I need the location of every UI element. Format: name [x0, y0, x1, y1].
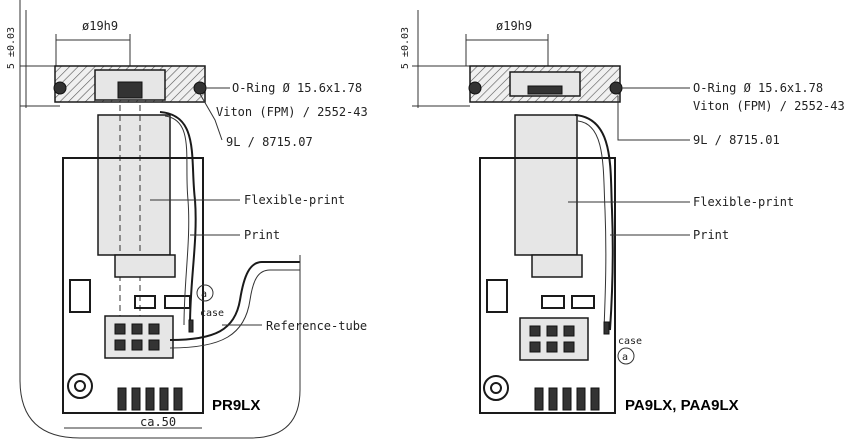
right-dim-diameter: ø19h9: [465, 19, 549, 66]
right-flex-print-label: Flexible-print: [693, 195, 794, 209]
left-ref-tube-label: Reference-tube: [266, 319, 367, 333]
left-part-no: 9L / 8715.07: [226, 135, 313, 149]
right-dim-vertical-label: 5 ±0.03: [400, 27, 411, 69]
left-mount-hole: [67, 373, 93, 399]
right-part-no: 9L / 8715.01: [693, 133, 780, 147]
left-case-label: case: [200, 308, 224, 319]
right-oring-line1: O-Ring Ø 15.6x1.78: [693, 81, 823, 95]
left-contact-pads: [117, 387, 183, 411]
left-print-label: Print: [244, 228, 280, 242]
right-print-label: Print: [693, 228, 729, 242]
right-drawing: 5 ±0.03 ø19h9: [400, 10, 845, 414]
right-mount-hole: [483, 375, 509, 401]
left-connector-pins: [114, 323, 160, 351]
right-dim-vertical: 5 ±0.03: [400, 10, 470, 108]
left-width-dim: ca.50: [140, 415, 176, 429]
left-dim-diameter-label: ø19h9: [82, 19, 118, 33]
left-oring-line1: O-Ring Ø 15.6x1.78: [232, 81, 362, 95]
right-contact-pads: [534, 387, 600, 411]
right-housing: [514, 114, 578, 256]
right-model-title: PA9LX, PAA9LX: [625, 397, 739, 414]
left-flex-print-label: Flexible-print: [244, 193, 345, 207]
left-dim-diameter: ø19h9: [55, 19, 131, 66]
left-oring-line2: Viton (FPM) / 2552-43: [216, 105, 368, 119]
right-print-board: [479, 157, 616, 414]
left-model-title: PR9LX: [212, 397, 260, 414]
left-marker-circle: [196, 284, 214, 302]
left-dim-vertical: 5 ±0.03: [6, 10, 60, 108]
left-dim-vertical-label: 5 ±0.03: [6, 27, 17, 69]
right-marker-circle: [617, 347, 635, 365]
left-marker-label: a: [201, 289, 207, 300]
right-dim-diameter-label: ø19h9: [496, 19, 532, 33]
right-marker-label: a: [622, 352, 628, 363]
left-reference-tube: [169, 261, 300, 341]
left-case-outline: [19, 0, 301, 439]
right-case-label: case: [618, 336, 642, 347]
right-oring-line2: Viton (FPM) / 2552-43: [693, 99, 845, 113]
left-housing: [97, 114, 171, 256]
right-connector-pins: [529, 325, 575, 353]
left-drawing: 5 ±0.03 ø19h9: [6, 0, 368, 439]
